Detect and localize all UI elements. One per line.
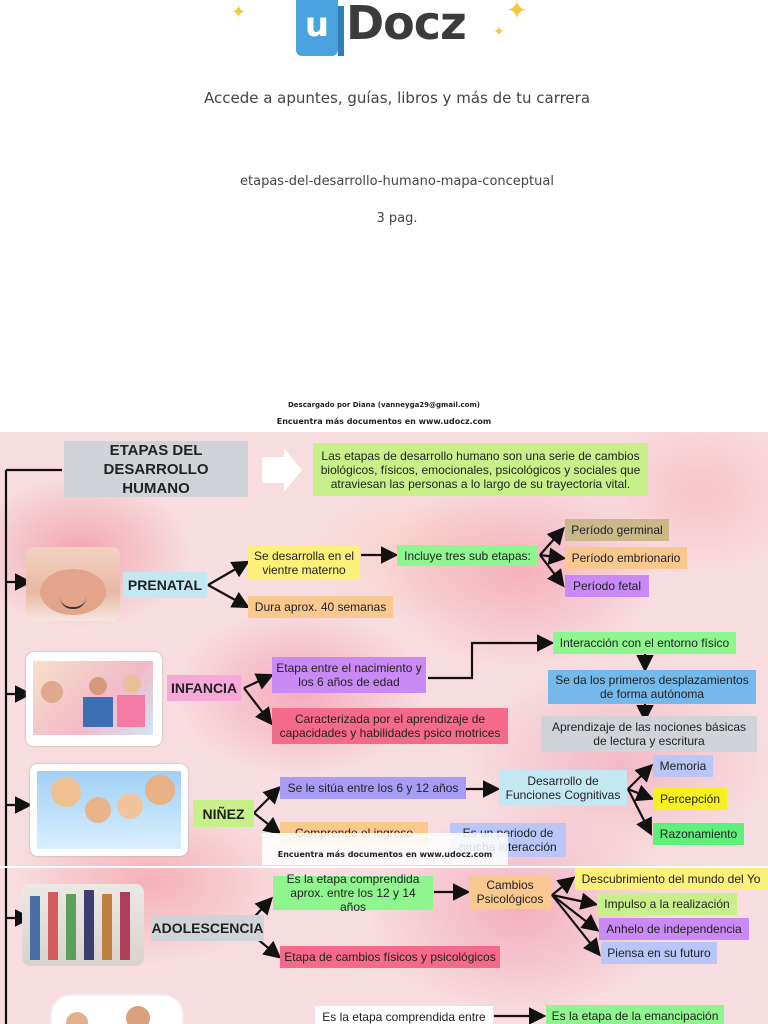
- juventud-age-range: Es la etapa comprendida entre: [315, 1006, 493, 1024]
- sparkle-icon: ✦: [506, 0, 528, 26]
- map-title: ETAPAS DEL DESARROLLO HUMANO: [64, 441, 248, 497]
- adolescencia-changes: Etapa de cambios físicos y psicológicos: [280, 946, 500, 968]
- juventud-emancipation: Es la etapa de la emancipación: [546, 1005, 724, 1024]
- juventud-photo: [50, 994, 184, 1024]
- prenatal-duration: Dura aprox. 40 semanas: [248, 596, 393, 618]
- more-docs-link[interactable]: Encuentra más documentos en www.udocz.co…: [276, 417, 492, 426]
- prenatal-womb: Se desarrolla en el vientre materno: [248, 546, 360, 580]
- prenatal-photo: [26, 547, 120, 621]
- stage-adolescencia: ADOLESCENCIA: [151, 915, 264, 941]
- infancia-movement: Se da los primeros desplazamientos de fo…: [548, 670, 756, 704]
- stage-prenatal: PRENATAL: [123, 572, 207, 598]
- intro-definition: Las etapas de desarrollo humano son una …: [313, 443, 648, 496]
- period-fetal: Período fetal: [565, 575, 649, 597]
- sparkle-icon: ✦: [493, 24, 505, 40]
- cognitive-percepcion: Percepción: [653, 788, 727, 810]
- page-count: 3 pag.: [376, 211, 418, 226]
- psych-self-discovery: Descubrimiento del mundo del Yo: [575, 868, 767, 890]
- adolescencia-photo: [22, 884, 144, 966]
- stage-ninez: NIÑEZ: [193, 800, 254, 827]
- stage-infancia: INFANCIA: [167, 675, 241, 701]
- period-embrionario: Período embrionario: [565, 547, 687, 569]
- more-docs-footer-link[interactable]: Encuentra más documentos en www.udocz.co…: [277, 850, 493, 859]
- udocz-logo[interactable]: u Docz: [292, 0, 482, 60]
- infancia-age-range: Etapa entre el nacimiento y los 6 años d…: [272, 657, 426, 693]
- cognitive-razonamiento: Razonamiento: [653, 823, 744, 845]
- connector-arrows: [4, 448, 655, 1024]
- psych-independence: Anhelo de independencia: [599, 918, 749, 940]
- infancia-literacy: Aprendizaje de las nociones básicas de l…: [541, 716, 757, 752]
- tagline: Accede a apuntes, guías, libros y más de…: [203, 89, 591, 107]
- cognitive-memoria: Memoria: [653, 755, 713, 777]
- period-germinal: Período germinal: [565, 519, 669, 541]
- logo-wordmark: Docz: [346, 0, 467, 50]
- downloaded-by-note: Descargado por Diana (vanneyga29@gmail.c…: [287, 401, 480, 409]
- sparkle-icon: ✦: [231, 2, 247, 23]
- ninez-cognitive: Desarrollo de Funciones Cognitivas: [499, 770, 627, 806]
- logo-u-mark: u: [296, 0, 344, 56]
- infancia-photo: [26, 652, 162, 746]
- right-arrow-icon: [262, 448, 302, 492]
- infancia-environment: Interacción con el entorno físico: [553, 632, 736, 654]
- document-name: etapas-del-desarrollo-humano-mapa-concep…: [240, 174, 554, 189]
- adolescencia-psychological: Cambios Psicológicos: [469, 875, 551, 909]
- infancia-learning: Caracterizada por el aprendizaje de capa…: [272, 708, 508, 744]
- page-footer-overlay: [262, 833, 508, 865]
- concept-map: ETAPAS DEL DESARROLLO HUMANO Las etapas …: [0, 432, 768, 1024]
- ninez-photo: [30, 764, 188, 856]
- page-divider: [0, 866, 768, 868]
- prenatal-substages: Incluye tres sub etapas:: [397, 545, 538, 566]
- adolescencia-age-range: Es la etapa comprendida aprox. entre los…: [273, 872, 433, 914]
- psych-achievement: Impulso a la realización: [597, 893, 737, 915]
- ninez-age-range: Se le sitúa entre los 6 y 12 años: [280, 777, 466, 799]
- psych-future: Piensa en su futuro: [601, 942, 717, 964]
